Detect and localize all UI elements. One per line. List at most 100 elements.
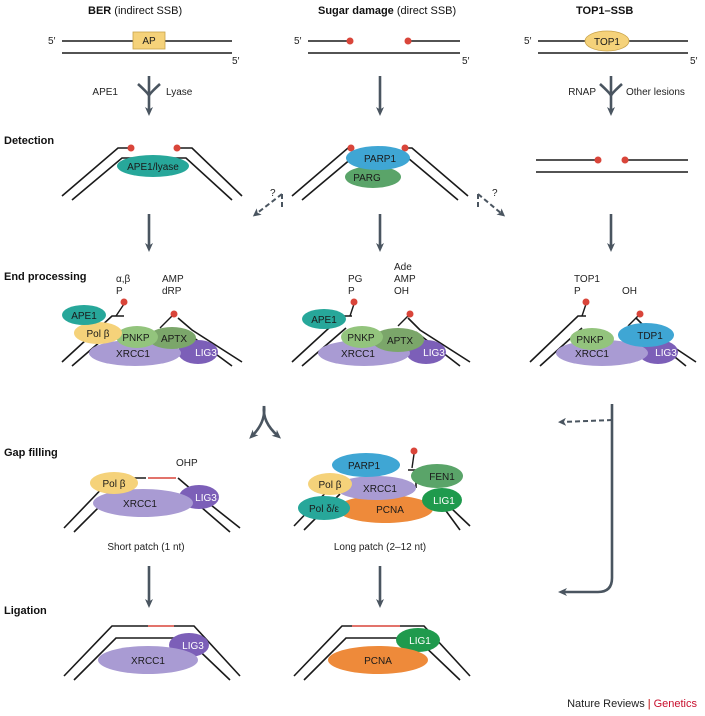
end-label: AMP [162, 274, 184, 285]
stage-detection: Detection [4, 135, 54, 147]
end-label: TOP1 [574, 274, 600, 285]
lig1-label: LIG1 [409, 636, 431, 647]
end-label: AMP [394, 274, 416, 285]
pol-beta-protein [74, 322, 122, 344]
aptx-protein [372, 328, 424, 352]
top1-detection [536, 156, 688, 173]
lesion-dot [170, 310, 178, 318]
uncertain-arrow-right: ? [477, 188, 506, 217]
ber-end-processing: α,β P AMP dRP LIG3 XRCC1 APTX PNKP Pol β… [61, 274, 243, 367]
top1-top-arrow: RNAP Other lesions [568, 76, 685, 116]
ape1-arrow-label: APE1 [92, 87, 118, 98]
top1-top-dna: 5′ TOP1 5′ [524, 30, 698, 67]
parp1-protein [346, 146, 410, 170]
pnkp-protein [570, 328, 614, 350]
pol-delta-protein [298, 496, 350, 520]
xrcc1-label: XRCC1 [575, 349, 609, 360]
top1-bypass-arrow [558, 404, 614, 596]
ape1-label: APE1 [311, 315, 337, 326]
tdp1-protein [618, 323, 674, 347]
xrcc1-label: XRCC1 [116, 349, 150, 360]
lesion-dot [406, 310, 414, 318]
parg-protein [345, 166, 401, 188]
parp1-protein [332, 453, 400, 477]
pol-beta-label: Pol β [87, 329, 110, 340]
stage-ligation: Ligation [4, 605, 47, 617]
five-prime-label: 5′ [462, 56, 470, 67]
pcna-protein [328, 646, 428, 674]
journal-footer: Nature Reviews|Genetics [567, 698, 697, 710]
ape1-protein [302, 309, 346, 329]
lesion-dot [636, 310, 644, 318]
ap-site-box [132, 31, 166, 50]
ber-top-dna: 5′ 5′ AP [48, 31, 240, 67]
lesion-dot [594, 156, 602, 164]
question-mark: ? [270, 188, 276, 199]
parp1-label: PARP1 [348, 461, 380, 472]
lig3-label: LIG3 [195, 348, 217, 359]
ape1-lyase-label: APE1/lyase [127, 162, 179, 173]
pnkp-label: PNKP [122, 333, 150, 344]
footer-separator: | [647, 698, 651, 710]
five-prime-label: 5′ [690, 56, 698, 67]
parg-label: PARG [353, 173, 381, 184]
five-prime-label: 5′ [524, 36, 532, 47]
lesion-dot [350, 298, 358, 306]
ap-site-label: AP [142, 36, 156, 47]
fen1-protein [411, 464, 463, 488]
ape1-label: APE1 [71, 311, 97, 322]
ber-detection: APE1/lyase [61, 144, 243, 201]
xrcc1-label: XRCC1 [341, 349, 375, 360]
end-label: P [348, 286, 355, 297]
aptx-protein [148, 327, 196, 349]
pcna-label: PCNA [364, 656, 392, 667]
lesion-dot [347, 144, 355, 152]
lesion-dot [582, 298, 590, 306]
five-prime-label: 5′ [48, 36, 56, 47]
end-label: P [116, 286, 123, 297]
lesion-dot [621, 156, 629, 164]
xrcc1-label: XRCC1 [131, 656, 165, 667]
lesion-dot [404, 37, 412, 45]
long-patch-gap-filling: PCNA LIG1 FEN1 XRCC1 PARP1 Pol β Pol δ/ε… [293, 447, 471, 553]
footer-brand: Nature Reviews [567, 698, 645, 710]
end-label: OH [622, 286, 637, 297]
stage-gap-filling: Gap filling [4, 447, 58, 459]
tdp1-label: TDP1 [637, 331, 663, 342]
lesion-dot [410, 447, 418, 455]
five-prime-label: 5′ [294, 36, 302, 47]
five-prime-label: 5′ [232, 56, 240, 67]
pcna-protein [337, 495, 433, 523]
pol-delta-label: Pol δ/ε [309, 504, 340, 515]
top1-end-processing: TOP1 P OH LIG3 XRCC1 TDP1 PNKP [529, 274, 697, 367]
top1-lesion-label: TOP1 [594, 37, 620, 48]
sugar-end-processing: PG P Ade AMP OH LIG3 XRCC1 APTX PNKP APE… [291, 262, 471, 367]
pnkp-protein [341, 326, 383, 348]
pnkp-label: PNKP [347, 333, 375, 344]
xrcc1-protein [98, 646, 198, 674]
xrcc1-label: XRCC1 [123, 499, 157, 510]
aptx-label: APTX [387, 336, 413, 347]
footer-journal: Genetics [653, 698, 697, 710]
long-patch-ligation: LIG1 PCNA [293, 625, 471, 681]
lig3-label: LIG3 [182, 641, 204, 652]
question-mark: ? [492, 188, 498, 199]
branch-arrow [249, 405, 282, 439]
pol-beta-label: Pol β [103, 479, 126, 490]
pol-beta-protein [90, 472, 138, 494]
top1-column-title: TOP1–SSB [576, 5, 633, 17]
short-patch-gap-filling: OHP LIG3 XRCC1 Pol β Short patch (1 nt) [63, 458, 241, 553]
rnap-arrow-label: RNAP [568, 87, 596, 98]
pol-beta-protein [308, 473, 352, 495]
end-label: Ade [394, 262, 412, 273]
uncertain-arrow-left: ? [252, 188, 283, 217]
lesion-dot [120, 298, 128, 306]
lig3-label: LIG3 [423, 348, 445, 359]
pol-beta-label: Pol β [319, 480, 342, 491]
sugar-column-title: Sugar damage (direct SSB) [318, 5, 456, 17]
aptx-label: APTX [161, 334, 187, 345]
lig1-label: LIG1 [433, 496, 455, 507]
parp1-label: PARP1 [364, 154, 396, 165]
pnkp-protein [116, 326, 158, 348]
